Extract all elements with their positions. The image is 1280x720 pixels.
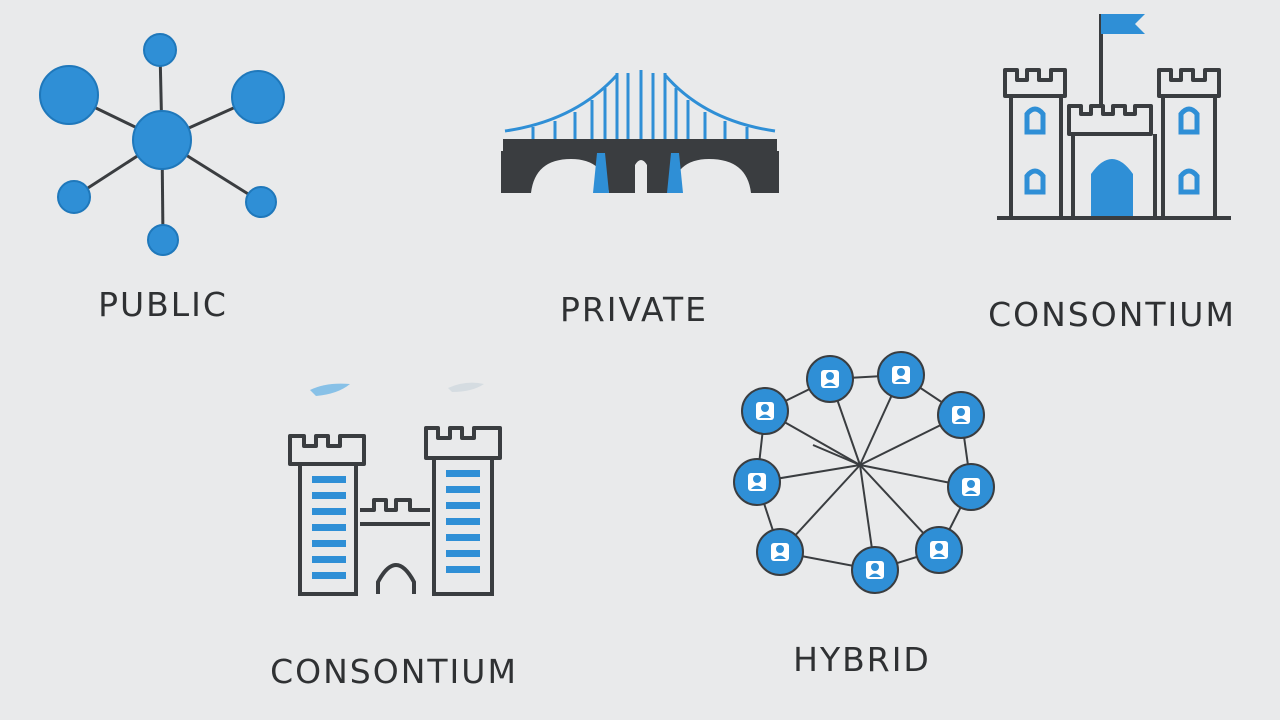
suspension-bridge-icon bbox=[501, 70, 779, 193]
user-ring-network-icon bbox=[733, 351, 995, 594]
hub-network-icon bbox=[39, 33, 285, 256]
castle-with-flag-icon bbox=[997, 14, 1231, 220]
hybrid-label: HYBRID bbox=[793, 640, 931, 679]
public-label: PUBLIC bbox=[98, 285, 228, 324]
private-label: PRIVATE bbox=[559, 290, 709, 329]
fortress-towers-icon bbox=[288, 382, 502, 596]
consortium-top-label: CONSONTIUM bbox=[988, 295, 1236, 334]
consortium-bottom-label: CONSONTIUM bbox=[270, 652, 518, 691]
